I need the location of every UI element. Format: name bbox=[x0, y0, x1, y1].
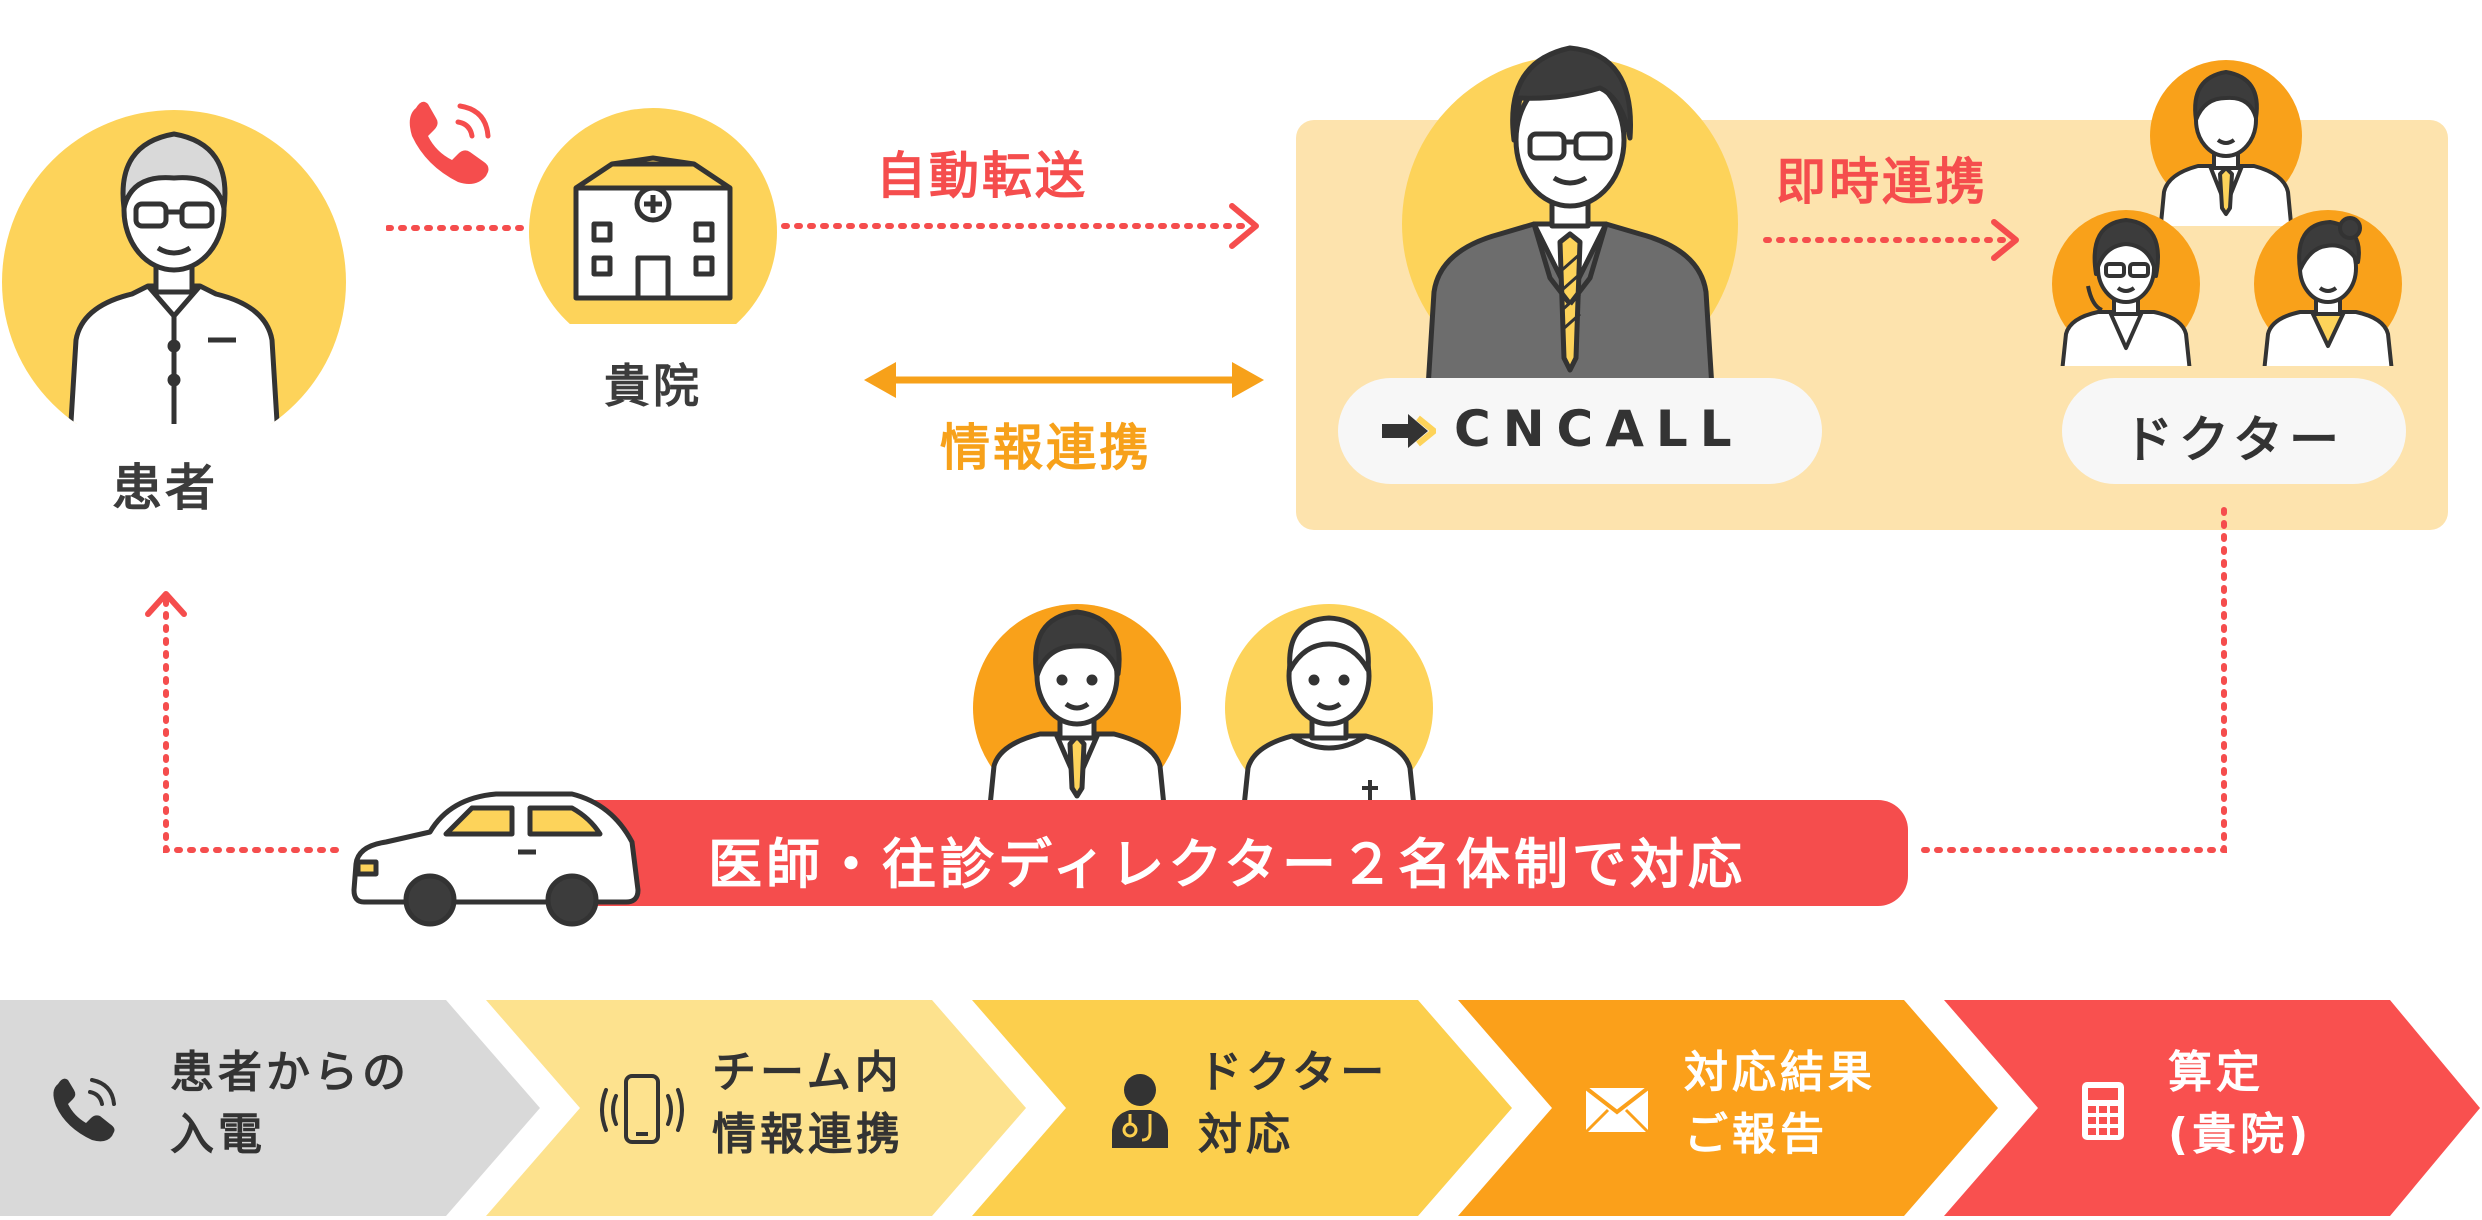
flow-step-1-line1: 患者からの bbox=[170, 1047, 410, 1098]
doctor-pill-text: ドクター bbox=[2123, 411, 2345, 469]
instant-link-arrow bbox=[1763, 219, 2019, 261]
doctor-pill: ドクター bbox=[2062, 378, 2406, 484]
doctor-figure-3 bbox=[2250, 206, 2406, 366]
hospital-figure bbox=[528, 108, 778, 326]
instant-link-label: 即時連携 bbox=[1776, 153, 1988, 211]
phone-icon bbox=[48, 1074, 120, 1150]
smartphone-icon bbox=[600, 1072, 684, 1152]
doctor-icon bbox=[1108, 1070, 1172, 1154]
visit-doctor-figure bbox=[968, 596, 1186, 808]
oncall-logo-icon bbox=[1382, 414, 1436, 448]
hospital-label: 貴院 bbox=[604, 359, 702, 413]
phone-ringing-icon bbox=[402, 96, 498, 196]
flow-chevrons bbox=[0, 1000, 2480, 1216]
visit-team-banner: 医師・往診ディレクター２名体制で対応 bbox=[568, 800, 1908, 906]
flow-step-2-line1: チーム内 bbox=[712, 1047, 903, 1098]
info-link-arrow bbox=[864, 362, 1264, 398]
flow-step-5-shape bbox=[1944, 1000, 2480, 1216]
flow-step-4-line1: 対応結果 bbox=[1684, 1047, 1876, 1098]
calculator-icon bbox=[2080, 1080, 2126, 1146]
flow-bar: 患者からの 入電 チーム内 情報連携 ドクター 対応 bbox=[0, 1000, 2482, 1216]
patient-label: 患者 bbox=[112, 459, 218, 517]
mail-icon bbox=[1584, 1086, 1650, 1138]
car-icon bbox=[346, 780, 646, 932]
flow-step-4-line2: ご報告 bbox=[1684, 1109, 1828, 1160]
patient-figure bbox=[0, 108, 348, 424]
flow-step-3-line2: 対応 bbox=[1198, 1109, 1294, 1160]
oncall-pill: CNCALL bbox=[1338, 378, 1822, 484]
oncall-brand-text: CNCALL bbox=[1454, 400, 1744, 458]
flow-step-5-line1: 算定 bbox=[2168, 1047, 2264, 1098]
flow-step-4-label: 対応結果 ご報告 bbox=[1684, 1042, 1876, 1166]
flow-step-3-label: ドクター 対応 bbox=[1198, 1042, 1388, 1166]
return-route-line bbox=[145, 507, 2227, 853]
visit-team-text: 医師・往診ディレクター２名体制で対応 bbox=[708, 833, 1747, 896]
auto-transfer-arrow bbox=[781, 203, 1259, 249]
doctor-figure-1 bbox=[2146, 56, 2306, 226]
flow-step-1-label: 患者からの 入電 bbox=[170, 1042, 410, 1166]
flow-step-5-label: 算定 (貴院) bbox=[2168, 1042, 2312, 1166]
doctor-figure-2 bbox=[2048, 206, 2204, 366]
flow-step-5-line2: (貴院) bbox=[2168, 1109, 2313, 1160]
flow-step-3-line1: ドクター bbox=[1198, 1047, 1389, 1098]
flow-step-2-line2: 情報連携 bbox=[712, 1109, 904, 1160]
info-link-label: 情報連携 bbox=[940, 419, 1152, 477]
flow-step-3-shape bbox=[972, 1000, 1512, 1216]
flow-step-2-label: チーム内 情報連携 bbox=[712, 1042, 904, 1166]
auto-transfer-label: 自動転送 bbox=[876, 147, 1088, 205]
patient-hospital-line bbox=[386, 225, 525, 231]
visit-director-figure bbox=[1220, 600, 1438, 808]
flow-step-1-shape bbox=[0, 1000, 540, 1216]
operator-figure bbox=[1400, 28, 1740, 380]
flow-step-4-shape bbox=[1458, 1000, 1998, 1216]
flow-step-1-line2: 入電 bbox=[170, 1109, 266, 1160]
flow-step-2-shape bbox=[486, 1000, 1026, 1216]
